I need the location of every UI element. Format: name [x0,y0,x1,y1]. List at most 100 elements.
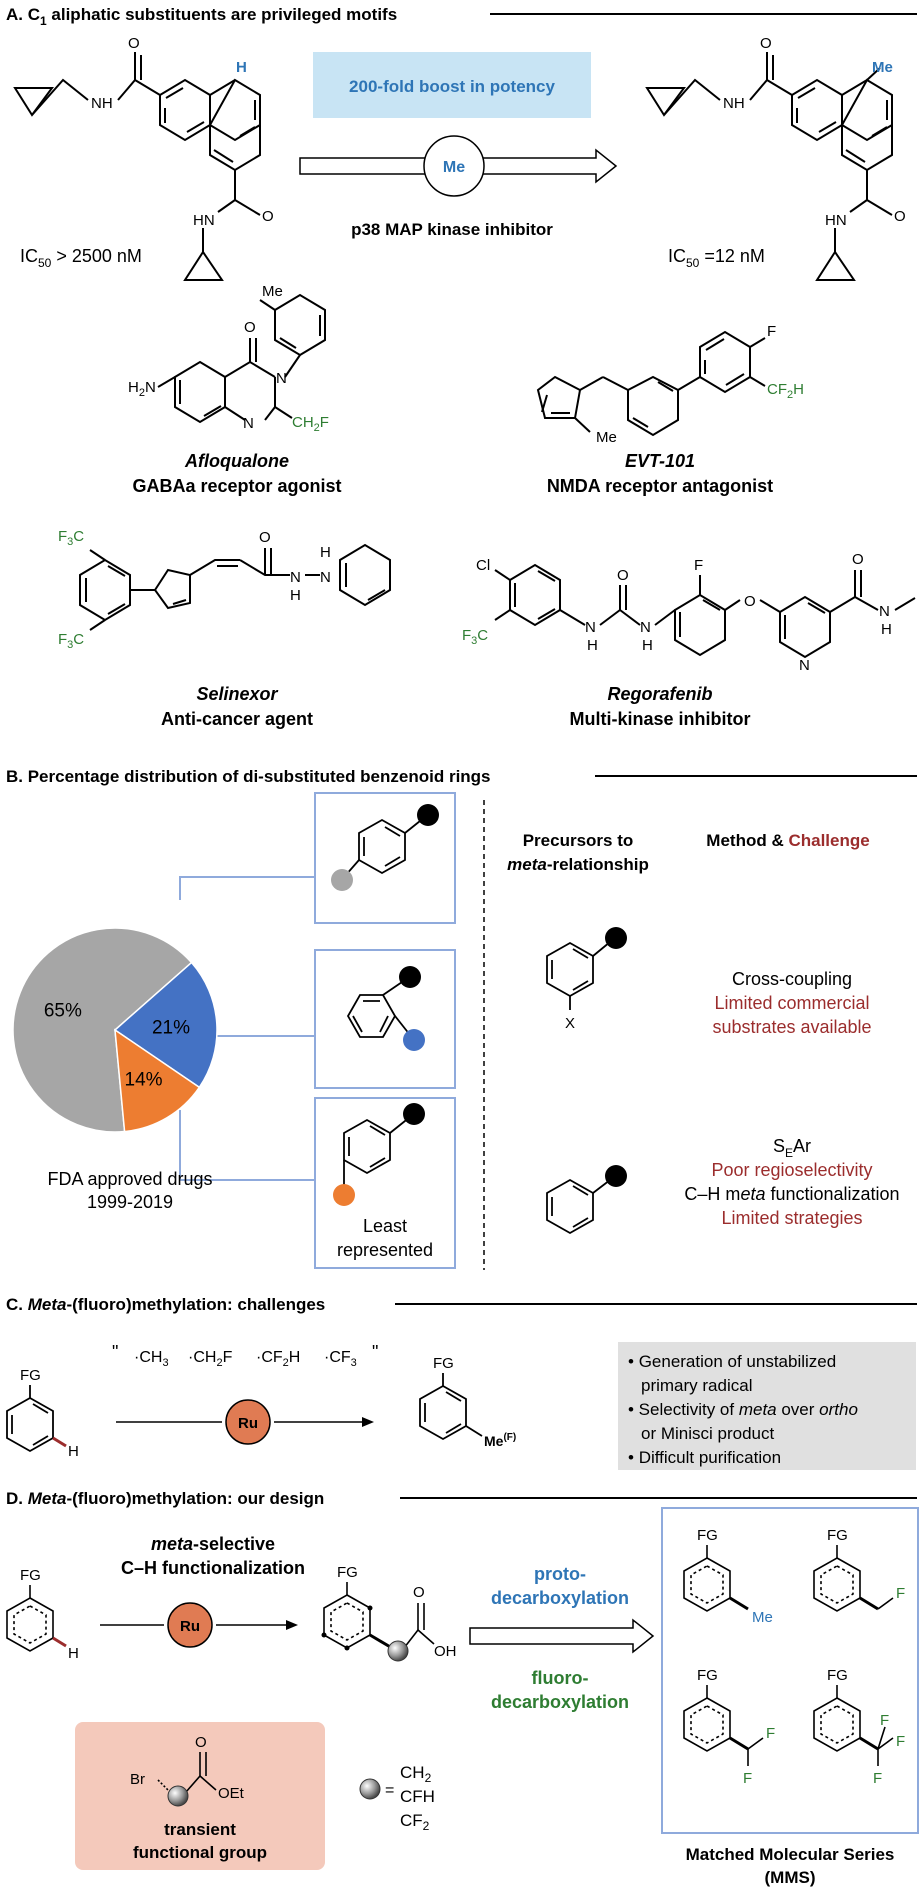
drug-name-regorafenib: Regorafenib [607,684,712,704]
pie-connectors [179,876,315,1181]
mms-ch2f-ring [813,1545,894,1612]
d-h-label: H [68,1645,79,1662]
group-cfh: CFH [400,1787,435,1806]
evt101-structure [536,330,766,437]
meta-selective-label: meta-selective [151,1534,275,1554]
mms-f-label-6: F [873,1770,882,1787]
n-label-reg-3: N [799,657,810,674]
mms-me-label: Me [752,1609,773,1626]
me-circle [423,135,485,197]
oet-label: OEt [218,1785,245,1802]
mms-fg-1: FG [697,1527,718,1544]
mms-label-1: Matched Molecular Series [686,1845,895,1864]
selinexor-structure [79,543,391,631]
d-oh-label: OH [434,1643,457,1660]
bromoester-structure [157,1752,217,1793]
drug-name-selinexor: Selinexor [196,684,278,704]
section-b: B. Percentage distribution of di-substit… [6,767,917,1270]
nh-label-2: NH [723,95,745,112]
meta-ring [343,1116,411,1188]
decarboxylation-arrow [469,1618,655,1654]
challenge-2: Poor regioselectivity [711,1160,872,1180]
boost-box [313,52,591,118]
x-label: X [565,1015,575,1032]
section-a: A. C1 aliphatic substituents are privile… [6,5,917,729]
method-sear: SEAr [773,1136,811,1160]
mms-fg-4: FG [827,1667,848,1684]
d-fg-label: FG [20,1567,41,1584]
h-label-sel-1: H [290,587,301,604]
o-label-afl: O [244,319,256,336]
c-product-me: Me(F) [484,1432,516,1449]
f-label-evt: F [767,323,776,340]
pie-slice-2 [114,1028,201,1133]
legend-eq: = [385,1782,394,1799]
ch-functionalization-label: C–H functionalization [121,1558,305,1578]
arene-dot [605,1165,627,1187]
aryl-x-dot [605,927,627,949]
ortho-ring [346,979,411,1038]
pie-slice-0 [12,927,193,1133]
ic50-left: IC50 > 2500 nM [20,246,142,270]
boost-text: 200-fold boost in potency [349,77,555,96]
mms-fg-3: FG [697,1667,718,1684]
challenge-bullet-1b: primary radical [641,1376,752,1395]
meta-box [314,1097,456,1269]
n-label-sel-1: N [290,569,301,586]
ester-o-label: O [195,1734,207,1751]
hn-label-1: HN [193,212,215,229]
pie-chart: 65%21%14% [12,927,218,1133]
radical-cf3: ·CF3 [324,1349,357,1369]
mms-label-2: (MMS) [765,1868,816,1887]
fluoro-line-1: fluoro- [532,1668,589,1688]
drug-desc-evt101: NMDA receptor antagonist [547,476,773,496]
drug-name-afloqualone: Afloqualone [184,451,289,471]
h-label-reg-3: H [881,621,892,638]
method-cross-coupling: Cross-coupling [732,969,852,989]
me-circle-label: Me [443,159,465,176]
ic50-right: IC50 =12 nM [668,246,765,270]
fluoro-line-2: decarboxylation [491,1692,629,1712]
challenge-3: Limited strategies [721,1208,862,1228]
mms-f-label-2: F [766,1725,775,1742]
n-label-afl-2: N [243,415,254,432]
challenge-1-line-2: substrates available [712,1017,871,1037]
transient-ball [167,1785,189,1807]
nh-label-1: NH [91,95,113,112]
legend-ball [359,1778,381,1800]
c-product-ring [419,1373,483,1441]
radical-quote-close: " [372,1342,378,1362]
o-label-reg-2: O [744,593,756,610]
me-label-afl: Me [262,283,283,300]
o-label-4: O [894,208,906,225]
f3c-label-2: F3C [58,631,84,651]
mms-box [661,1507,919,1834]
arene-ring [546,1178,611,1235]
transient-fg-box [75,1722,325,1870]
c-start-ring [6,1385,67,1453]
pie-label-1: 21% [152,1017,190,1038]
mms-f-label-5: F [896,1733,905,1750]
o-label-1: O [128,35,140,52]
d-intermediate-fg: FG [337,1564,358,1581]
h-label-reg-2: H [642,637,653,654]
p38-unmethylated-structure [13,52,261,281]
radical-cf2h: ·CF2H [256,1349,300,1369]
hn-label-2: HN [825,212,847,229]
pie-label-2: 14% [125,1069,163,1090]
n-label-reg-1: N [585,619,596,636]
para-box [314,792,456,924]
h-label: H [236,59,247,76]
h-label-reg-1: H [587,637,598,654]
o-label-reg-1: O [617,567,629,584]
d-intermediate-ball [387,1640,409,1662]
cf2h-label: CF2H [767,381,804,401]
para-dot-gray [331,869,353,891]
ortho-dot-black [399,966,421,988]
tfg-line-2: functional group [133,1843,267,1862]
me-label-evt: Me [596,429,617,446]
d-start-ring [6,1585,67,1652]
challenge-1-line-1: Limited commercial [714,993,869,1013]
group-cf2: CF2 [400,1811,430,1833]
